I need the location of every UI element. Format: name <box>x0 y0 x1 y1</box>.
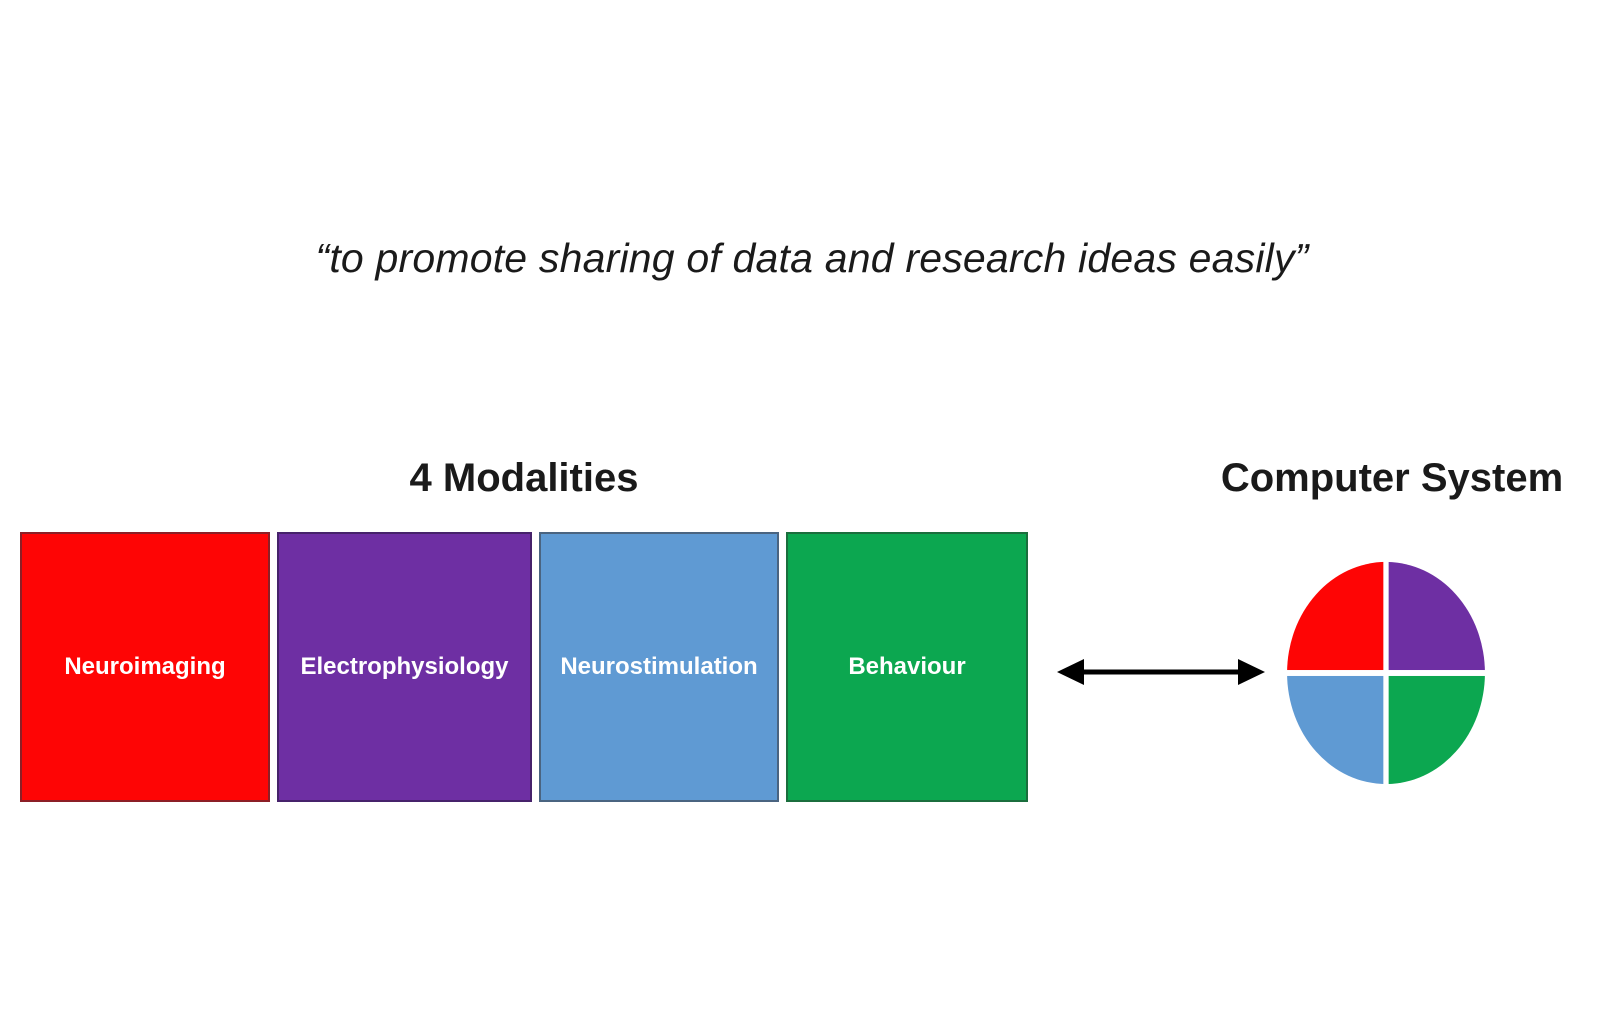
arrow-head-left <box>1057 659 1084 685</box>
pie-divider-horizontal <box>1280 670 1492 676</box>
pie-chart <box>1280 554 1492 792</box>
modality-box-neuroimaging: Neuroimaging <box>20 532 270 802</box>
arrow-head-right <box>1238 659 1265 685</box>
modality-box-electrophysiology: Electrophysiology <box>277 532 532 802</box>
modality-boxes: Neuroimaging Electrophysiology Neurostim… <box>20 532 1028 802</box>
double-arrow-icon <box>1057 659 1265 685</box>
modality-box-label: Neuroimaging <box>64 653 226 680</box>
pie-quadrant-electrophysiology <box>1386 561 1485 673</box>
pie-quadrant-behaviour <box>1386 673 1485 785</box>
modality-box-label: Electrophysiology <box>300 653 509 680</box>
pie-quadrant-neuroimaging <box>1287 561 1386 673</box>
modality-box-neurostimulation: Neurostimulation <box>539 532 779 802</box>
quote-text: “to promote sharing of data and research… <box>315 235 1309 281</box>
modality-box-label: Behaviour <box>848 653 966 680</box>
pie-quadrant-neurostimulation <box>1287 673 1386 785</box>
modality-box-behaviour: Behaviour <box>786 532 1028 802</box>
computer-system-title: Computer System <box>1220 456 1564 500</box>
modality-box-label: Neurostimulation <box>560 653 758 680</box>
modalities-title: 4 Modalities <box>409 456 639 500</box>
